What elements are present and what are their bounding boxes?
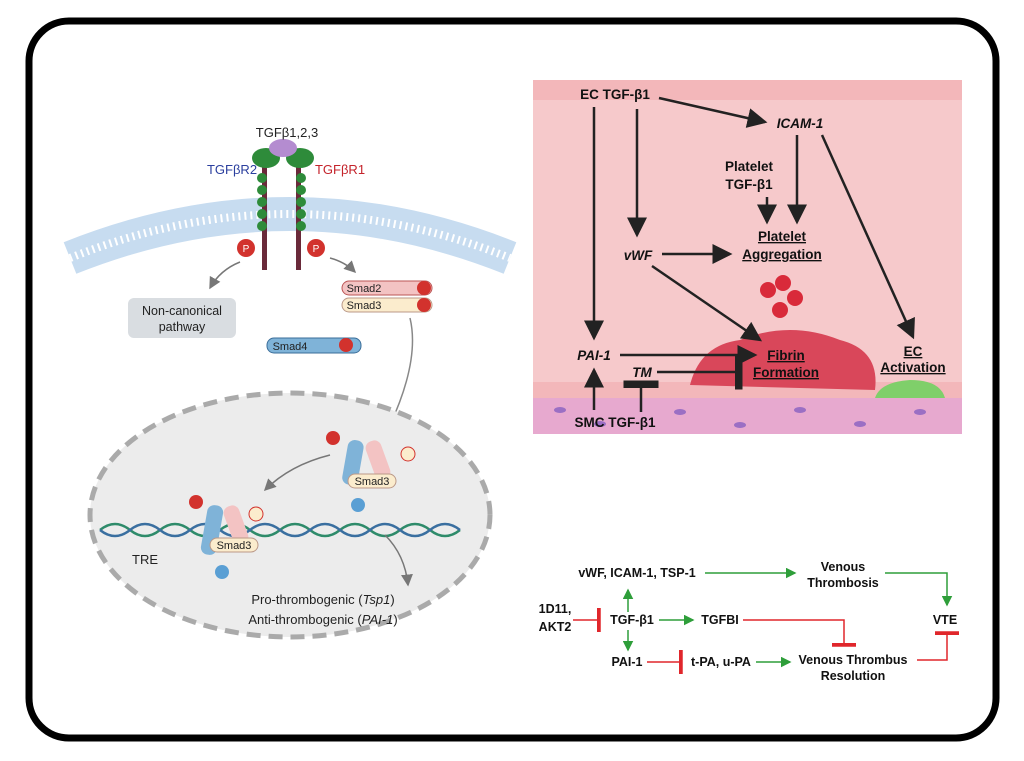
icam-label: ICAM-1 — [777, 116, 824, 131]
resolution-label: Resolution — [821, 669, 886, 683]
vte-label: VTE — [933, 613, 957, 627]
arrow-smad — [329, 257, 357, 274]
phospho-icon — [307, 239, 325, 257]
platelet-aggregation-label: Aggregation — [742, 247, 822, 262]
smad-complex-free: Smad3 — [326, 431, 416, 512]
arrow-to-nucleus — [388, 317, 414, 427]
ligand-label: TGFβ1,2,3 — [256, 125, 318, 140]
svg-text:Smad3: Smad3 — [347, 300, 382, 312]
ec-activation-label: Activation — [880, 360, 945, 375]
inhibitors-label: AKT2 — [539, 620, 572, 634]
resolution-label: Venous Thrombus — [798, 653, 907, 667]
fibrin-label: Fibrin — [767, 348, 805, 363]
tgfbr2-label: TGFβR2 — [207, 162, 257, 177]
smad2-pill: Smad2 — [341, 280, 433, 296]
smc-tgf-label: SMC TGF-β1 — [575, 415, 656, 430]
non-canonical-label: Non-canonical — [142, 304, 222, 318]
platelet-aggregation-label: Platelet — [758, 229, 807, 244]
tre-label: TRE — [132, 552, 158, 567]
inhibitors-label: 1D11, — [539, 602, 572, 616]
platelet-tgf-label: Platelet — [725, 159, 774, 174]
arrow-transcription — [384, 534, 413, 587]
phospho-label: P — [313, 244, 320, 255]
vessel-labels: EC TGF-β1 ICAM-1 Platelet TGF-β1 Platele… — [575, 87, 946, 430]
phospho-icon — [237, 239, 255, 257]
ligand-shape — [269, 139, 297, 157]
outer-frame — [25, 17, 1000, 742]
svg-text:Smad3: Smad3 — [217, 540, 252, 552]
ec-cell-icon — [875, 380, 945, 398]
tgfbr1-label: TGFβR1 — [315, 162, 365, 177]
vwf-label: vWF — [624, 248, 653, 263]
svg-text:Smad2: Smad2 — [347, 283, 382, 295]
svg-text:Smad4: Smad4 — [273, 341, 308, 353]
venous-thrombosis-label: Venous — [821, 560, 866, 574]
fibrin-label: Formation — [753, 365, 819, 380]
smad4-pill: Smad4 — [266, 337, 362, 354]
tpa-label: t-PA, u-PA — [691, 655, 751, 669]
smad-complex-dna: Smad3 — [189, 495, 264, 579]
ec-activation-label: EC — [904, 344, 923, 359]
tm-label: TM — [632, 365, 652, 380]
pai-label: PAI-1 — [611, 655, 642, 669]
pai-label: PAI-1 — [577, 348, 611, 363]
platelet-tgf-label: TGF-β1 — [725, 177, 773, 192]
tgfbi-label: TGFBI — [701, 613, 739, 627]
svg-text:Smad3: Smad3 — [355, 476, 390, 488]
vwf-group-label: vWF, ICAM-1, TSP-1 — [578, 566, 695, 580]
receptor-tgfbr1 — [286, 148, 314, 270]
pathway-arrows — [573, 567, 959, 674]
phospho-label: P — [243, 244, 250, 255]
nucleus — [87, 390, 493, 640]
anti-thrombogenic-label: Anti-thrombogenic (PAI-1) — [248, 612, 397, 627]
venous-thrombosis-label: Thrombosis — [807, 576, 879, 590]
platelet-cluster-icon — [760, 275, 803, 318]
membrane — [63, 197, 517, 274]
smad3-pill: Smad3 — [341, 297, 433, 313]
ec-tgf-label: EC TGF-β1 — [580, 87, 650, 102]
non-canonical-box — [128, 298, 236, 338]
pathway-labels: vWF, ICAM-1, TSP-1 Venous Thrombosis 1D1… — [539, 560, 957, 683]
arrow-to-dna — [263, 454, 331, 492]
arrow-non-canonical — [209, 261, 241, 290]
non-canonical-label: pathway — [159, 320, 206, 334]
dna-helix — [99, 522, 461, 538]
tgf-label: TGF-β1 — [610, 613, 654, 627]
pro-thrombogenic-label: Pro-thrombogenic (Tsp1) — [251, 592, 394, 607]
vessel-arrows — [584, 96, 915, 412]
